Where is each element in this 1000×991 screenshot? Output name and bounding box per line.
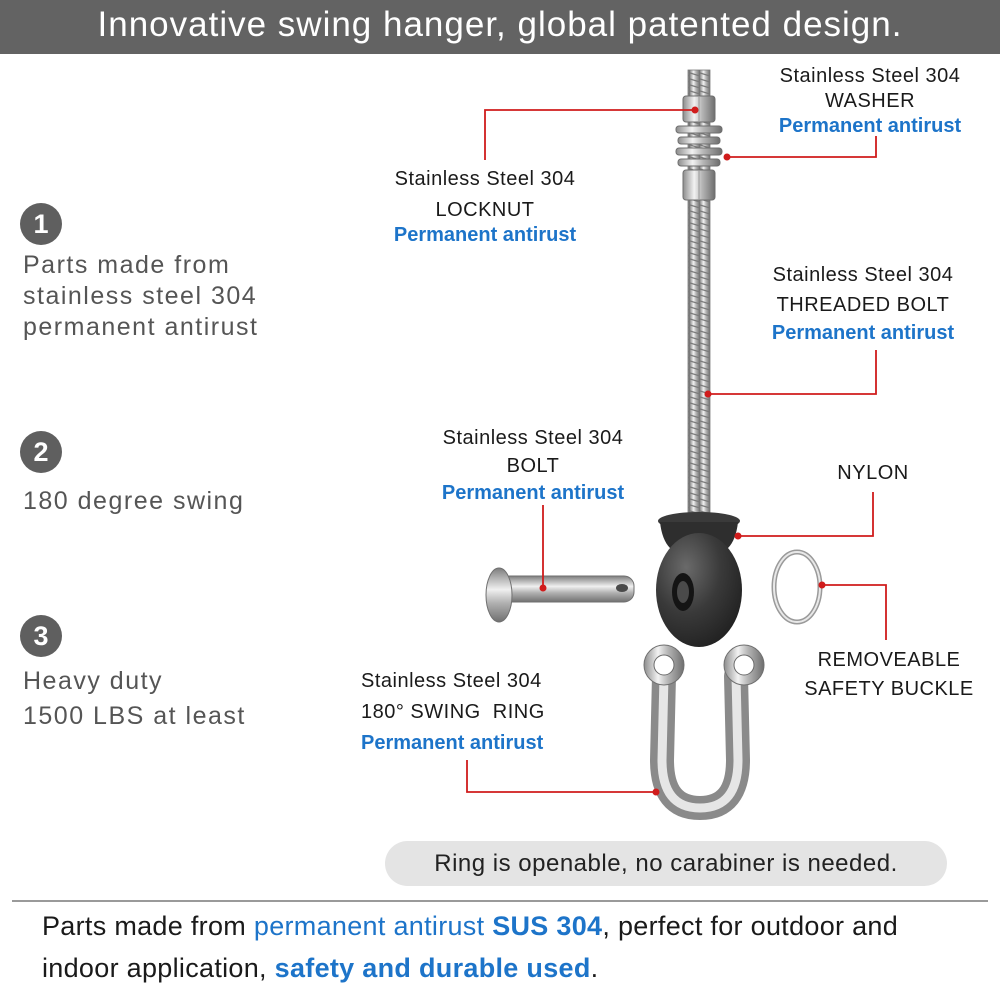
openable-ring-note: Ring is openable, no carabiner is needed…	[385, 841, 947, 886]
ring-part: 180° SWING RING	[361, 701, 545, 723]
callout-nylon: NYLON	[818, 459, 928, 488]
footer-divider	[12, 900, 988, 902]
header-title: Innovative swing hanger, global patented…	[97, 5, 903, 44]
callout-ring: Stainless Steel 304 180° SWING RING Perm…	[355, 666, 585, 759]
feature-text-2: 180 degree swing	[23, 486, 244, 517]
feature-badge-2: 2	[20, 431, 62, 473]
locknut-part: LOCKNUT	[435, 199, 535, 221]
callout-buckle: REMOVEABLE SAFETY BUCKLE	[794, 646, 984, 704]
washer-part: WASHER	[824, 90, 916, 112]
washer-material: Stainless Steel 304	[779, 65, 961, 87]
safety-buckle-ring	[771, 549, 823, 625]
footer-line-2: indoor application, safety and durable u…	[42, 953, 598, 984]
leader-nylon	[738, 492, 874, 537]
callout-washer: Stainless Steel 304 WASHER Permanent ant…	[768, 62, 972, 141]
buckle-line-2: SAFETY BUCKLE	[804, 678, 974, 700]
washer-feature: Permanent antirust	[778, 115, 962, 137]
nylon-swivel	[656, 512, 742, 647]
clevis-pin	[485, 567, 635, 623]
footer-text: Parts made from	[42, 911, 254, 941]
footer-text: .	[590, 953, 599, 983]
locknut-feature: Permanent antirust	[393, 224, 577, 246]
top-nut	[682, 95, 716, 123]
leader-lines	[466, 106, 887, 796]
footer-line-1: Parts made from permanent antirust SUS 3…	[42, 911, 898, 942]
header-banner: Innovative swing hanger, global patented…	[0, 0, 1000, 54]
bolt-material: Stainless Steel 304	[442, 427, 624, 449]
callout-locknut: Stainless Steel 304 LOCKNUT Permanent an…	[356, 165, 614, 250]
feature-badge-1: 1	[20, 203, 62, 245]
leader-ring	[466, 760, 656, 793]
nylon-part: NYLON	[837, 462, 909, 484]
feature-2-line-1: 180 degree swing	[23, 487, 245, 515]
leader-locknut	[484, 109, 695, 160]
footer-text: indoor application,	[42, 953, 275, 983]
footer-highlight-sus304: SUS 304	[492, 911, 603, 941]
footer-text: , perfect for outdoor and	[602, 911, 899, 941]
threaded-bolt-part: THREADED BOLT	[776, 294, 950, 316]
bolt-feature: Permanent antirust	[441, 482, 625, 504]
bolt-part: BOLT	[506, 455, 560, 477]
washer-stack	[675, 125, 723, 167]
locknut-material: Stainless Steel 304	[394, 168, 576, 190]
leader-buckle	[822, 584, 887, 640]
callout-threaded-bolt: Stainless Steel 304 THREADED BOLT Perman…	[752, 261, 974, 348]
feature-1-line-3: permanent antirust	[23, 313, 259, 341]
feature-3-line-1: Heavy duty	[23, 667, 164, 695]
swing-ring-shackle	[643, 644, 765, 821]
threaded-bolt-material: Stainless Steel 304	[772, 264, 954, 286]
feature-text-3: Heavy duty 1500 LBS at least	[23, 664, 246, 734]
feature-badge-3: 3	[20, 615, 62, 657]
buckle-line-1: REMOVEABLE	[817, 649, 961, 671]
footer-highlight-safety: safety and durable used	[274, 953, 591, 983]
feature-3-line-2: 1500 LBS at least	[23, 702, 246, 730]
ring-material: Stainless Steel 304	[361, 670, 542, 692]
leader-washer	[727, 136, 877, 158]
callout-bolt: Stainless Steel 304 BOLT Permanent antir…	[420, 424, 646, 508]
locknut	[682, 169, 716, 201]
leader-threaded-bolt	[708, 350, 877, 395]
feature-1-line-1: Parts made from	[23, 251, 231, 279]
feature-text-1: Parts made from stainless steel 304 perm…	[23, 250, 258, 343]
ring-feature: Permanent antirust	[361, 732, 544, 754]
threaded-bolt-feature: Permanent antirust	[771, 322, 955, 344]
feature-1-line-2: stainless steel 304	[23, 282, 258, 310]
footer-highlight-antirust: permanent antirust	[253, 911, 493, 941]
